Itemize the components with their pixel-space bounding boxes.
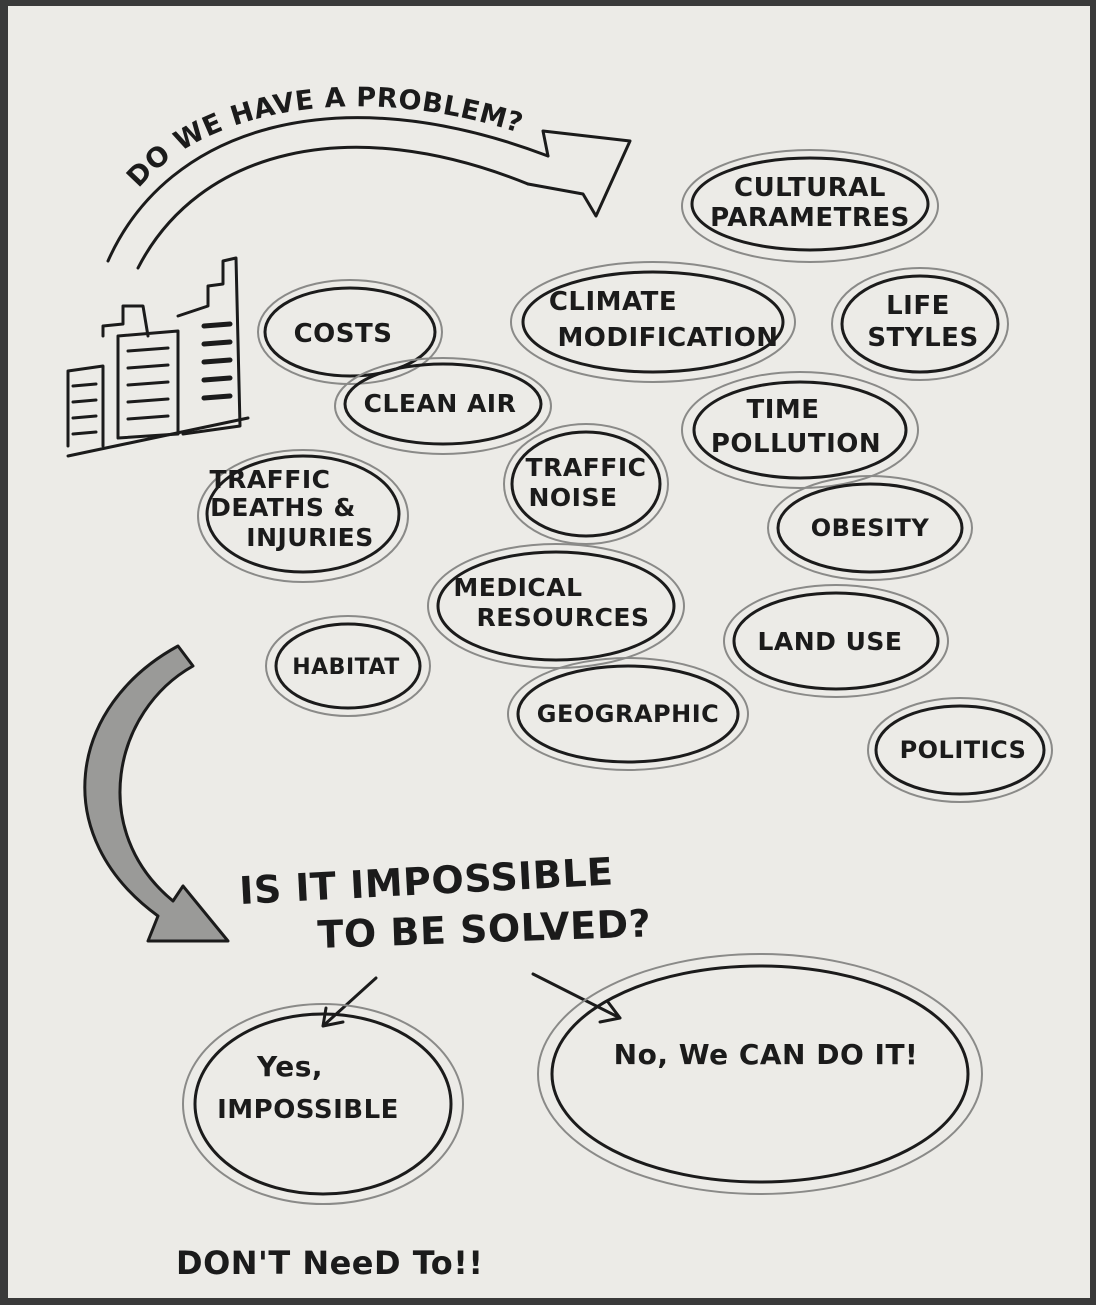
factor-politics: POLITICS xyxy=(867,697,1053,803)
factor-obesity: OBESITY xyxy=(767,475,973,581)
down-arrow-icon xyxy=(321,976,378,1028)
factor-cleanair-line1: CLEAN AIR xyxy=(364,389,517,418)
factor-time-line2: POLLUTION xyxy=(711,429,881,459)
factor-cultural: CULTURAL PARAMETRES xyxy=(681,149,939,263)
factor-climate: CLIMATE MODIFICATION xyxy=(510,261,796,383)
answer-no-text: No, We CAN DO IT! xyxy=(614,1038,919,1071)
question-line1: IS IT IMPOSSIBLE xyxy=(238,849,614,913)
factor-landuse-line1: LAND USE xyxy=(757,627,902,656)
factor-landuse: LAND USE xyxy=(723,584,949,698)
factor-medical-line1: MEDICAL xyxy=(453,573,582,602)
answer-no: No, We CAN DO IT! xyxy=(537,953,983,1195)
curved-arrow-icon: DO WE HAVE A PROBLEM? xyxy=(106,82,632,270)
curved-arrow-icon xyxy=(83,644,230,943)
title-text: DO WE HAVE A PROBLEM? xyxy=(121,82,527,193)
sketch-sheet: DO WE HAVE A PROBLEM? CULTURAL PARAMETRE… xyxy=(8,6,1090,1298)
question: IS IT IMPOSSIBLE TO BE SOLVED? xyxy=(238,849,652,957)
factor-time-line1: TIME xyxy=(746,395,819,425)
factor-traffic-deaths-line1: TRAFFIC xyxy=(210,465,331,494)
factor-costs-line1: COSTS xyxy=(294,319,393,349)
factor-traffic-deaths: TRAFFIC DEATHS & INJURIES xyxy=(197,449,409,583)
factor-lifestyles: LIFE STYLES xyxy=(831,267,1009,381)
factor-politics-line1: POLITICS xyxy=(900,736,1027,764)
factor-lifestyles-line2: STYLES xyxy=(867,323,978,353)
factor-traffic-noise-line2: NOISE xyxy=(528,483,617,512)
city-buildings-icon xyxy=(66,256,250,458)
down-arrow-icon xyxy=(531,972,622,1024)
sketch-canvas: DO WE HAVE A PROBLEM? CULTURAL PARAMETRE… xyxy=(66,82,1053,1282)
factor-lifestyles-line1: LIFE xyxy=(886,291,950,321)
factor-traffic-noise: TRAFFIC NOISE xyxy=(503,423,669,545)
factor-habitat: HABITAT xyxy=(265,615,431,717)
factor-costs: COSTS xyxy=(257,279,443,385)
factor-traffic-noise-line1: TRAFFIC xyxy=(526,453,647,482)
answer-yes-line1: Yes, xyxy=(256,1050,323,1083)
factor-habitat-line1: HABITAT xyxy=(292,655,400,680)
factor-medical: MEDICAL RESOURCES xyxy=(427,543,685,669)
factor-geographic-line1: GEOGRAPHIC xyxy=(537,700,719,728)
answer-yes-line2: IMPOSSIBLE xyxy=(217,1095,399,1125)
factor-medical-line2: RESOURCES xyxy=(476,603,649,632)
factor-geographic: GEOGRAPHIC xyxy=(507,657,749,771)
factor-traffic-deaths-line2: DEATHS & xyxy=(210,493,356,522)
factor-cultural-line1: CULTURAL xyxy=(734,173,886,203)
factor-traffic-deaths-line3: INJURIES xyxy=(246,523,373,552)
factor-cleanair: CLEAN AIR xyxy=(334,357,552,455)
answer-yes: Yes, IMPOSSIBLE xyxy=(182,1003,464,1205)
factor-time: TIME POLLUTION xyxy=(681,371,919,489)
factor-cultural-line2: PARAMETRES xyxy=(710,203,910,233)
factor-climate-line1: CLIMATE xyxy=(549,287,677,317)
footer-text: DON'T NeeD To!! xyxy=(176,1244,483,1282)
question-line2: TO BE SOLVED? xyxy=(317,901,652,957)
factor-climate-line2: MODIFICATION xyxy=(557,323,778,353)
factor-obesity-line1: OBESITY xyxy=(811,514,930,542)
